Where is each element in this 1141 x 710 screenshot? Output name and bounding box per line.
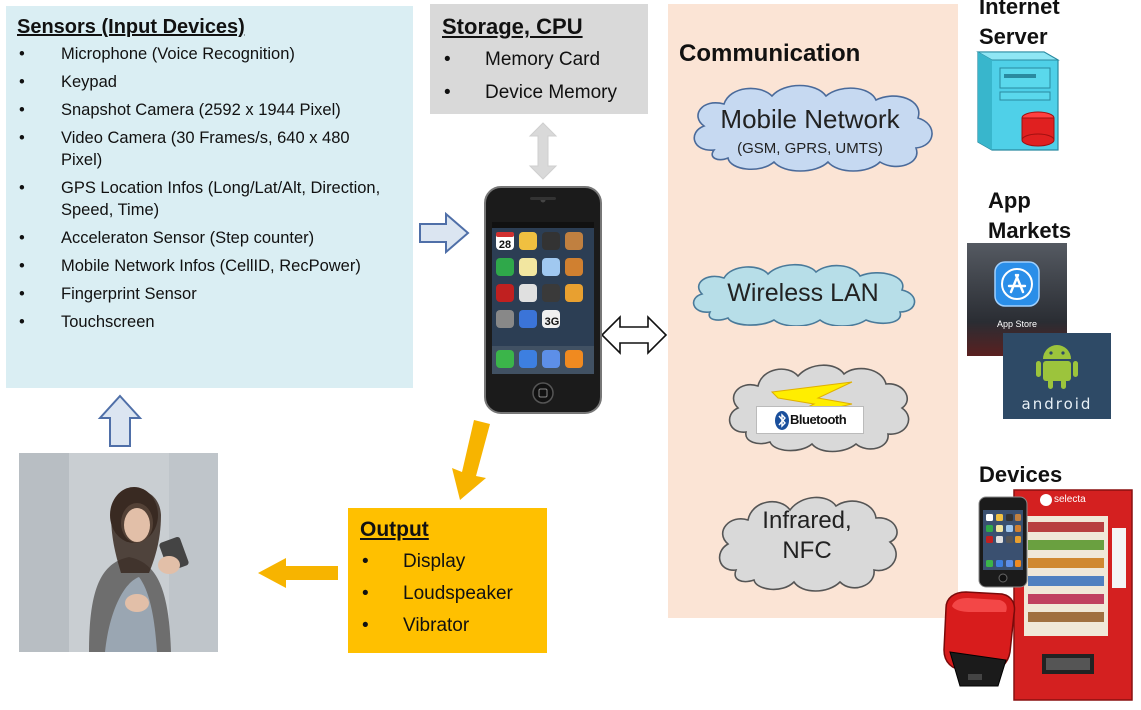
selecta-label: selecta — [1054, 494, 1086, 505]
internet-server-title-line1: Internet — [979, 0, 1060, 19]
up-down-arrow-icon — [528, 122, 558, 180]
infrared-label: Infrared, — [762, 507, 852, 534]
smartphone-image — [484, 186, 602, 414]
sensors-panel: Sensors (Input Devices) Microphone (Voic… — [6, 6, 413, 388]
list-item: Device Memory — [442, 79, 638, 106]
infrared-nfc-cloud — [718, 496, 898, 592]
nfc-reader-image — [943, 591, 1016, 687]
list-item: Keypad — [17, 71, 403, 93]
android-label: android — [1021, 395, 1093, 413]
list-item: Touchscreen — [17, 311, 403, 333]
wireless-lan-cloud — [692, 263, 916, 326]
right-arrow-icon — [419, 212, 470, 254]
storage-list: Memory Card Device Memory — [442, 46, 638, 106]
list-item: Snapshot Camera (2592 x 1944 Pixel) — [17, 99, 403, 121]
list-item: Display — [360, 548, 537, 575]
bluetooth-icon — [775, 411, 789, 430]
list-item: Acceleraton Sensor (Step counter) — [17, 227, 403, 249]
small-phone-image — [978, 496, 1028, 588]
list-item: Mobile Network Infos (CellID, RecPower) — [17, 255, 403, 277]
app-3g-label: 3G — [544, 316, 560, 328]
output-list: Display Loudspeaker Vibrator — [360, 548, 537, 639]
nfc-label: NFC — [782, 537, 832, 564]
double-arrow-icon — [600, 315, 668, 355]
calendar-day: 28 — [498, 239, 512, 251]
app-markets-title-line2: Markets — [988, 218, 1072, 243]
list-item: GPS Location Infos (Long/Lat/Alt, Direct… — [17, 177, 403, 221]
app-store-label: App Store — [996, 319, 1038, 329]
sensors-list: Microphone (Voice Recognition) Keypad Sn… — [17, 43, 403, 333]
list-item: Video Camera (30 Frames/s, 640 x 480 Pix… — [17, 127, 403, 171]
down-arrow-icon — [452, 420, 490, 500]
devices-title: Devices — [979, 462, 1063, 487]
mobile-network-sublabel: (GSM, GPRS, UMTS) — [737, 140, 883, 157]
server-icon — [976, 51, 1060, 151]
person-with-phone-image — [19, 453, 218, 652]
android-robot-icon — [1036, 345, 1078, 389]
android-tile: android — [1003, 333, 1111, 419]
bluetooth-logo: Bluetooth — [756, 406, 864, 434]
left-arrow-icon — [258, 558, 338, 588]
list-item: Loudspeaker — [360, 580, 537, 607]
storage-panel: Storage, CPU Memory Card Device Memory — [430, 4, 648, 114]
mobile-network-label: Mobile Network — [720, 104, 900, 134]
communication-title: Communication — [679, 40, 861, 67]
bluetooth-label: Bluetooth — [790, 412, 847, 427]
vending-machine-image — [1013, 489, 1133, 701]
list-item: Microphone (Voice Recognition) — [17, 43, 403, 65]
storage-heading: Storage, CPU — [442, 14, 583, 39]
output-panel: Output Display Loudspeaker Vibrator — [348, 508, 547, 653]
app-store-icon — [994, 261, 1040, 307]
mobile-network-cloud — [693, 84, 933, 172]
app-markets-title-line1: App — [988, 188, 1031, 213]
list-item: Fingerprint Sensor — [17, 283, 403, 305]
wireless-lan-label: Wireless LAN — [727, 279, 879, 307]
sensors-heading: Sensors (Input Devices) — [17, 16, 245, 38]
list-item: Memory Card — [442, 46, 638, 73]
output-heading: Output — [360, 518, 429, 541]
internet-server-title-line2: Server — [979, 24, 1048, 49]
list-item: Vibrator — [360, 612, 537, 639]
up-arrow-icon — [97, 394, 143, 447]
